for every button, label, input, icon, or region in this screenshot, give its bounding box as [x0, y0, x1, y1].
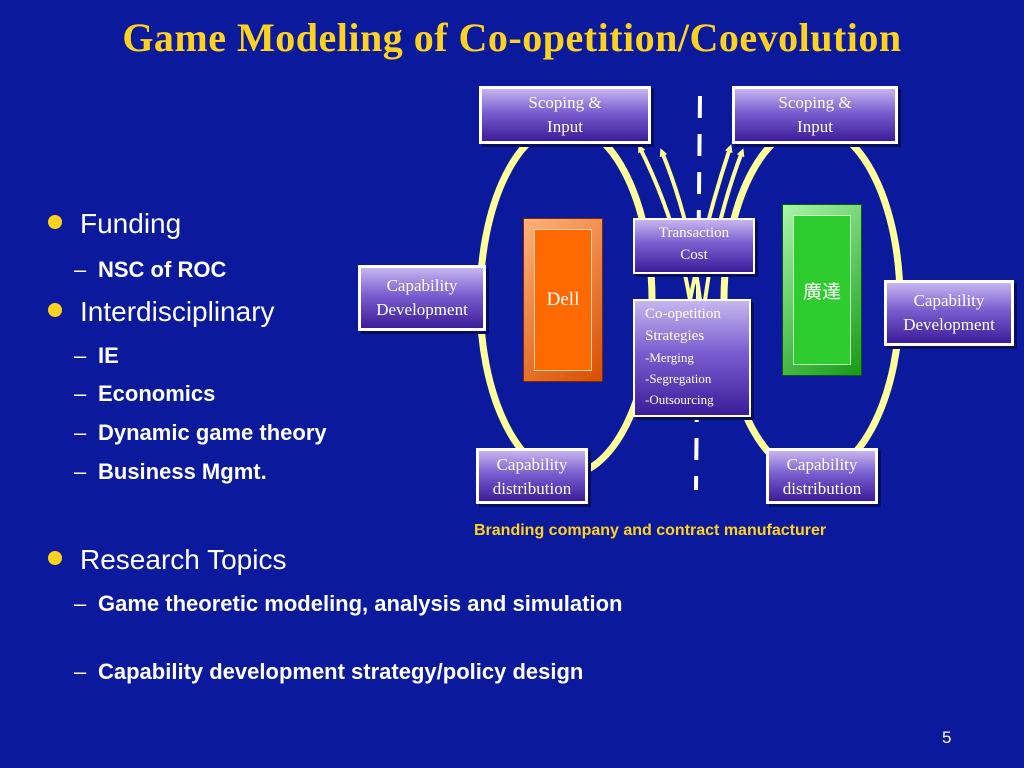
scoping-input-left: Scoping & Input [479, 86, 651, 144]
bullet-label: Research Topics [80, 544, 287, 575]
strategy-item: -Segregation [645, 371, 712, 386]
dash-icon: – [74, 420, 87, 445]
sub-bullet: –Dynamic game theory [74, 420, 327, 445]
page-number: 5 [942, 728, 952, 747]
diagram-caption: Branding company and contract manufactur… [474, 522, 827, 539]
coopetition-strategies-box: Co-opetition Strategies -Merging -Segreg… [633, 299, 751, 417]
dash-icon: – [74, 381, 87, 406]
strategy-item: -Outsourcing [645, 392, 714, 407]
bullet-dot-icon [48, 551, 62, 565]
bullet-research-topics: Research Topics [48, 544, 286, 576]
transaction-cost-box: Transaction Cost [633, 218, 755, 274]
capability-distribution-left: Capability distribution [476, 448, 588, 504]
dash-icon: – [74, 459, 87, 484]
bullet-label: Funding [80, 208, 182, 239]
company-label-quanta: 廣達 [802, 281, 841, 303]
sub-bullet: –Game theoretic modeling, analysis and s… [74, 591, 623, 616]
sub-bullet: –Business Mgmt. [74, 459, 267, 484]
bullet-label: Interdisciplinary [80, 296, 275, 327]
quanta-tile: 廣達 [782, 204, 862, 376]
sub-bullet: –Economics [74, 381, 216, 406]
company-label-dell: Dell [546, 289, 580, 310]
slide-title: Game Modeling of Co-opetition/Coevolutio… [122, 15, 902, 60]
scoping-input-right: Scoping & Input [732, 86, 898, 144]
dash-icon: – [74, 257, 87, 282]
dash-icon: – [74, 591, 87, 616]
strategy-item: -Merging [645, 350, 694, 365]
sub-bullet: –IE [74, 343, 119, 368]
sub-bullet: –NSC of ROC [74, 257, 227, 282]
dell-tile: Dell [523, 218, 603, 382]
bullet-dot-icon [48, 303, 62, 317]
bullet-dot-icon [48, 215, 62, 229]
bullet-interdisciplinary: Interdisciplinary [48, 296, 275, 328]
dash-icon: – [74, 343, 87, 368]
capability-development-right: Capability Development [884, 280, 1014, 346]
sub-bullet: –Capability development strategy/policy … [74, 659, 584, 684]
dash-icon: – [74, 659, 87, 684]
capability-development-left: Capability Development [358, 265, 486, 331]
bullet-funding: Funding [48, 208, 181, 240]
capability-distribution-right: Capability distribution [766, 448, 878, 504]
